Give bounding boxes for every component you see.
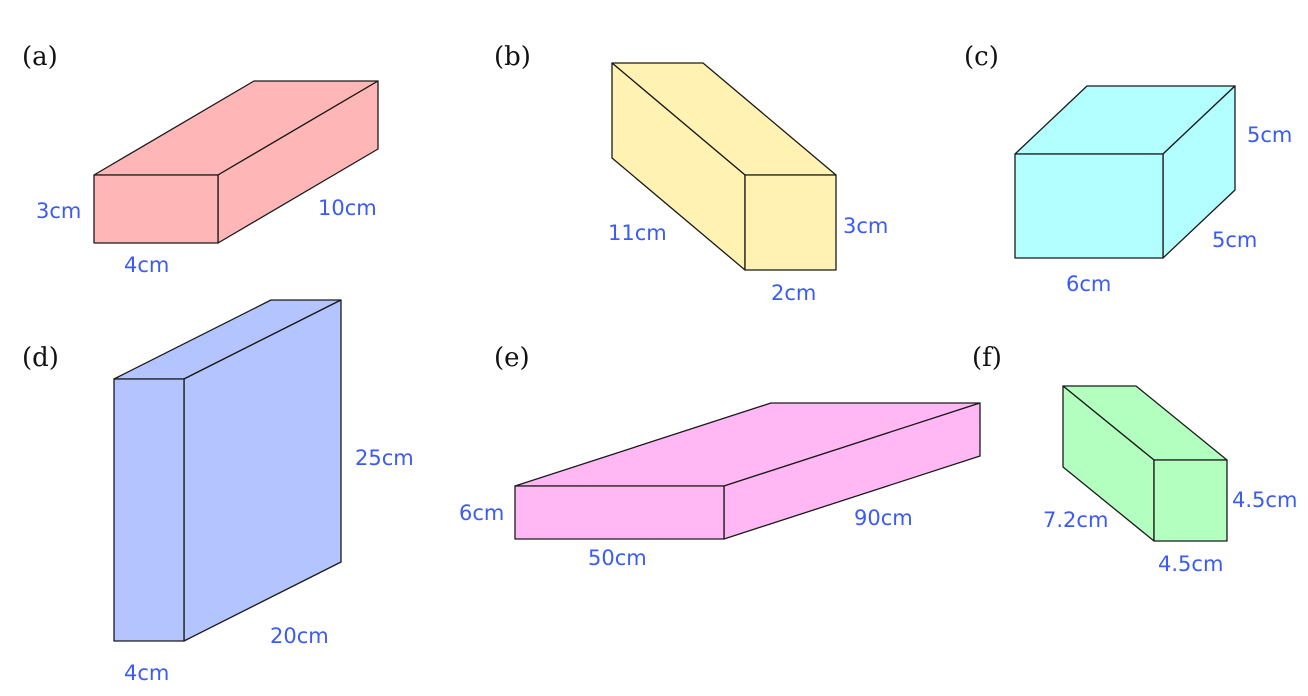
prism-b-label: (b) (494, 42, 531, 72)
prism-c: (c) 5cm 5cm 6cm (964, 42, 1292, 296)
prism-f-width-label: 4.5cm (1158, 552, 1223, 576)
prism-a-label: (a) (22, 42, 58, 72)
prism-f-front-face (1153, 459, 1228, 542)
prism-f-label: (f) (972, 343, 1002, 373)
prism-f-length-label: 7.2cm (1043, 508, 1108, 532)
prism-b: (b) 11cm 3cm 2cm (494, 42, 888, 305)
prism-e: (e) 6cm 90cm 50cm (459, 343, 981, 570)
prism-e-label: (e) (494, 343, 530, 373)
prism-c-label: (c) (964, 42, 999, 72)
prism-c-front-face (1014, 153, 1164, 259)
prism-b-length-label: 11cm (608, 221, 667, 245)
prism-d: (d) 25cm 20cm 4cm (22, 299, 414, 685)
prism-d-width-label: 4cm (124, 661, 169, 685)
prism-c-width-label: 6cm (1066, 272, 1111, 296)
prism-c-height-label: 5cm (1247, 123, 1292, 147)
prism-e-height-label: 6cm (459, 501, 504, 525)
prism-e-front-face (514, 485, 725, 540)
prism-c-depth-label: 5cm (1212, 228, 1257, 252)
prism-d-label: (d) (22, 343, 59, 373)
prism-a-length-label: 10cm (318, 196, 377, 220)
prism-a: (a) 3cm 4cm 10cm (22, 42, 379, 277)
prism-b-width-label: 2cm (771, 281, 816, 305)
prism-d-height-label: 25cm (355, 446, 414, 470)
prism-f: (f) 7.2cm 4.5cm 4.5cm (972, 343, 1297, 576)
prism-a-width-label: 4cm (124, 253, 169, 277)
prism-a-front-face (93, 174, 219, 244)
prism-b-height-label: 3cm (843, 214, 888, 238)
prism-b-front-face (744, 174, 837, 271)
prism-f-height-label: 4.5cm (1232, 488, 1297, 512)
prism-e-length-label: 90cm (854, 506, 913, 530)
prism-a-height-label: 3cm (36, 199, 81, 223)
prism-e-width-label: 50cm (588, 546, 647, 570)
prism-d-front-face (113, 378, 185, 642)
prism-d-depth-label: 20cm (270, 624, 329, 648)
